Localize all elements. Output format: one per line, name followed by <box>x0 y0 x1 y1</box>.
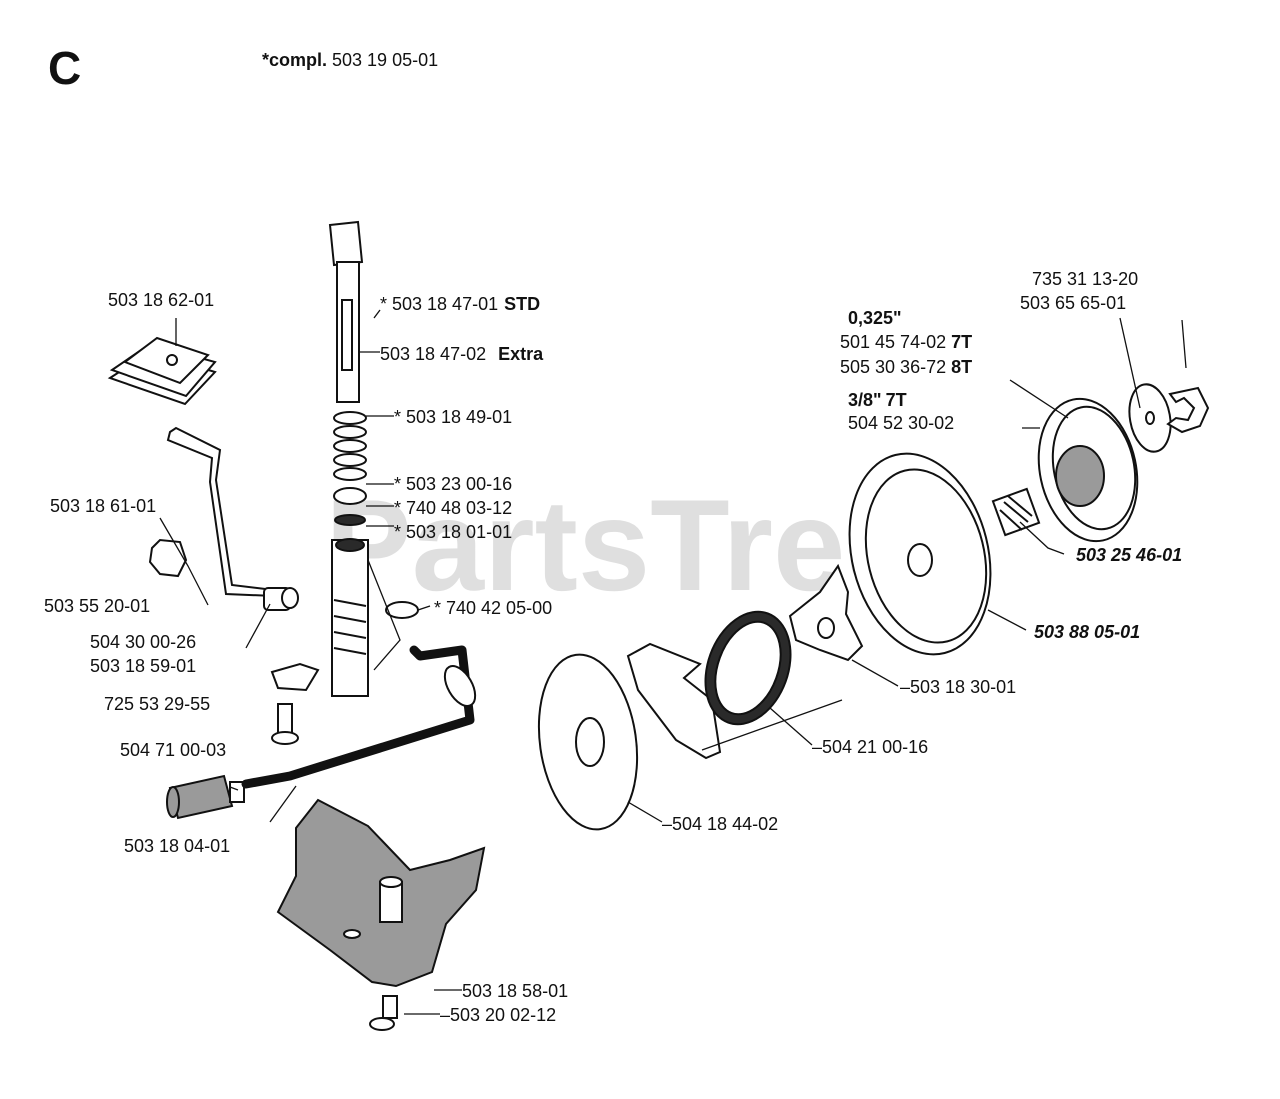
label-504-30-00-26: 504 30 00-26 <box>90 632 196 652</box>
washer-part <box>537 653 639 831</box>
rubber-cap-part <box>107 336 217 406</box>
label-505-30-36-72-number: 505 30 36-72 <box>840 357 946 377</box>
bolt-part <box>369 995 398 1031</box>
label-503-18-30-01: –503 18 30-01 <box>900 677 1016 697</box>
clutch-shoe-part <box>626 642 722 760</box>
needle-bearing-part <box>991 487 1041 537</box>
plate-part <box>270 662 320 692</box>
label-504-71-00-03: 504 71 00-03 <box>120 740 226 760</box>
label-504-18-44-02: –504 18 44-02 <box>662 814 778 834</box>
clutch-assembly-drawing <box>537 383 1210 831</box>
clutch-hub-part <box>788 563 864 662</box>
label-extra: Extra <box>498 344 544 364</box>
sprocket-rim-part <box>1037 397 1139 543</box>
label-504-21-00-16-number: 504 21 00-16 <box>822 737 928 757</box>
label-740-42-05-00: * 740 42 05-00 <box>434 598 552 618</box>
label-503-55-20-01: 503 55 20-01 <box>44 596 150 616</box>
label-7t: 7T <box>951 332 972 352</box>
label-725-53-29-55: 725 53 29-55 <box>104 694 210 714</box>
label-503-18-47-02: 503 18 47-02 Extra <box>380 344 544 364</box>
compl-line: *compl.503 19 05-01 <box>262 50 438 70</box>
label-8t: 8T <box>951 357 972 377</box>
compl-label: *compl. <box>262 50 327 70</box>
label-740-48-03-12: * 740 48 03-12 <box>394 498 512 518</box>
label-504-21-00-16: –504 21 00-16 <box>812 737 928 757</box>
label-503-18-62-01: 503 18 62-01 <box>108 290 214 310</box>
e-clip-part <box>1166 386 1210 434</box>
screw-part <box>271 703 299 745</box>
label-503-18-61-01: 503 18 61-01 <box>50 496 156 516</box>
suction-hose-part <box>166 426 275 598</box>
label-503-25-46-01: 503 25 46-01 <box>1076 545 1182 565</box>
grommet-part <box>148 538 188 578</box>
label-size-38: 3/8"7T <box>848 390 907 410</box>
label-std: STD <box>504 294 540 314</box>
compl-number: 503 19 05-01 <box>332 50 438 70</box>
label-504-52-30-02: 504 52 30-02 <box>848 413 954 433</box>
label-503-88-05-01: 503 88 05-01 <box>1034 622 1140 642</box>
label-503-18-01-01: * 503 18 01-01 <box>394 522 512 542</box>
label-504-18-44-02-number: 504 18 44-02 <box>672 814 778 834</box>
label-503-20-02-12-number: 503 20 02-12 <box>450 1005 556 1025</box>
label-503-18-59-01: 503 18 59-01 <box>90 656 196 676</box>
pump-bracket-part <box>276 798 486 988</box>
label-size-0325: 0,325" <box>848 308 902 328</box>
label-503-23-00-16: * 503 23 00-16 <box>394 474 512 494</box>
label-size-38-7t: 7T <box>886 390 907 410</box>
label-503-18-04-01: 503 18 04-01 <box>124 836 230 856</box>
part-labels: 503 18 62-01 * 503 18 47-01 STD 503 18 47… <box>44 269 1182 1025</box>
label-size-38-value: 3/8" <box>848 390 882 410</box>
oil-filter-part <box>166 774 245 820</box>
nipple-part <box>263 587 299 611</box>
label-503-18-47-01: * 503 18 47-01 STD <box>380 294 540 314</box>
label-503-18-49-01: * 503 18 49-01 <box>394 407 512 427</box>
label-501-45-74-02-number: 501 45 74-02 <box>840 332 946 352</box>
leader-lines <box>159 309 1187 1015</box>
sprocket-washer-part <box>1128 383 1172 453</box>
label-503-18-58-01: 503 18 58-01 <box>462 981 568 1001</box>
label-503-18-47-01-number: * 503 18 47-01 <box>380 294 498 314</box>
pump-shaft-part <box>328 220 419 697</box>
label-735-31-13-20: 735 31 13-20 <box>1032 269 1138 289</box>
clutch-drum-part <box>848 452 992 656</box>
label-503-20-02-12: –503 20 02-12 <box>440 1005 556 1025</box>
label-503-65-65-01: 503 65 65-01 <box>1020 293 1126 313</box>
oil-pump-assembly-drawing <box>107 220 486 1031</box>
section-letter: C <box>48 42 81 94</box>
label-503-18-47-02-number: 503 18 47-02 <box>380 344 486 364</box>
label-503-18-30-01-number: 503 18 30-01 <box>910 677 1016 697</box>
